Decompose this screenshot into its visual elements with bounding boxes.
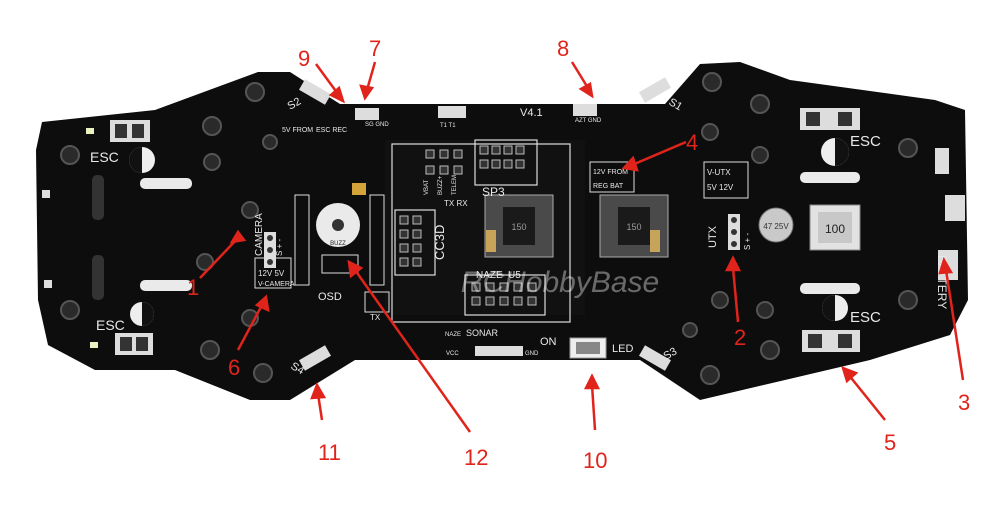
from-12v-label: 12V FROM — [593, 169, 628, 176]
callout-1: 1 — [187, 275, 199, 300]
callout-2: 2 — [734, 325, 746, 350]
watermark: RCHobbyBase — [461, 266, 659, 299]
utx-label: UTX — [707, 225, 719, 248]
esc-label-bl: ESC — [96, 317, 125, 333]
esc-pads-right: ESC ESC — [800, 108, 881, 352]
top-headers: SG GND T1 T1 AZT GND V4.1 5V FROM ESC RE… — [282, 77, 684, 134]
mounting-holes — [60, 72, 918, 385]
regulator-12v: 150 — [599, 194, 669, 258]
power-select-box: 12V FROM REG BAT — [589, 161, 635, 193]
slots — [92, 172, 860, 300]
callout-8: 8 — [557, 36, 569, 61]
naze-u5-label: U5 — [508, 270, 521, 281]
callout-9: 9 — [298, 46, 310, 71]
sonar-label: SONAR — [466, 328, 499, 338]
t1-label: T1 T1 — [440, 123, 456, 129]
esc-pads-left: ESC ESC — [90, 120, 155, 355]
version-label: V4.1 — [520, 107, 543, 119]
esc-label-tl: ESC — [90, 149, 119, 165]
camera-header: CAMERA S + - 12V 5V V-CAMERA — [254, 213, 295, 289]
inductor-150-a: 150 — [511, 222, 526, 232]
s1-label: S1 — [667, 96, 685, 113]
bottom-area: NAZE SONAR VCC GND ON LED S3 S4 — [289, 328, 680, 377]
tx-rx-label: TX RX — [444, 199, 468, 208]
v-utx-label: V-UTX — [707, 168, 731, 177]
azt-label: AZT GND — [575, 118, 602, 124]
naze-label: NAZE — [476, 270, 503, 281]
callout-3: 3 — [958, 390, 970, 415]
naze-sonar-prefix: NAZE — [445, 332, 461, 338]
power-components: 100 47 25V — [758, 204, 861, 251]
vbat-label: VBAT — [424, 179, 430, 195]
callout-5: 5 — [884, 430, 896, 455]
gnd-sonar-label: GND — [525, 351, 539, 357]
utx-voltage-label: 5V 12V — [707, 183, 734, 192]
s2-label: S2 — [286, 95, 304, 112]
utx-pins-label: S + - — [743, 233, 752, 250]
cc3d-label: CC3D — [432, 225, 447, 260]
callout-4: 4 — [686, 130, 698, 155]
osd-module: BUZZ OSD — [294, 183, 385, 303]
leds — [42, 128, 98, 348]
buzz-label: BUZZ — [330, 241, 346, 247]
osd-label: OSD — [318, 291, 342, 303]
regulator-5v: 150 — [484, 194, 554, 258]
sg-gnd-label: SG GND — [365, 122, 389, 128]
callout-6: 6 — [228, 355, 240, 380]
buzz-pin-label: BUZZ+ — [438, 175, 444, 195]
fc-footprints — [391, 139, 571, 323]
inductor-100-label: 100 — [825, 222, 845, 236]
esc-label-br: ESC — [850, 309, 881, 326]
callout-7: 7 — [369, 36, 381, 61]
camera-voltage-label: 12V 5V — [258, 269, 285, 278]
tx-pads — [364, 291, 390, 313]
camera-pins-label: S + - — [275, 239, 284, 256]
v-camera-label: V-CAMERA — [258, 281, 295, 288]
callout-10: 10 — [583, 448, 607, 473]
camera-label: CAMERA — [254, 213, 265, 256]
capacitor-label: 47 25V — [763, 222, 789, 231]
utx-header: UTX V-UTX 5V 12V S + - — [703, 161, 752, 250]
callout-12: 12 — [464, 445, 488, 470]
callout-11: 11 — [318, 440, 341, 465]
esc-rec-label: ESC REC — [316, 127, 347, 134]
tx-label: TX — [370, 313, 381, 322]
led-label: LED — [612, 343, 633, 355]
on-label: ON — [540, 336, 557, 348]
callout-arrows — [199, 61, 965, 433]
esc-label-tr: ESC — [850, 133, 881, 150]
from-5v-label: 5V FROM — [282, 127, 313, 134]
fc-header-pins — [399, 145, 537, 306]
reg-bat-label: REG BAT — [593, 183, 624, 190]
sp3-label: SP3 — [482, 185, 505, 199]
inductor-150-b: 150 — [626, 222, 641, 232]
vcc-label: VCC — [446, 351, 459, 357]
telem-label: TELEM — [452, 175, 458, 195]
